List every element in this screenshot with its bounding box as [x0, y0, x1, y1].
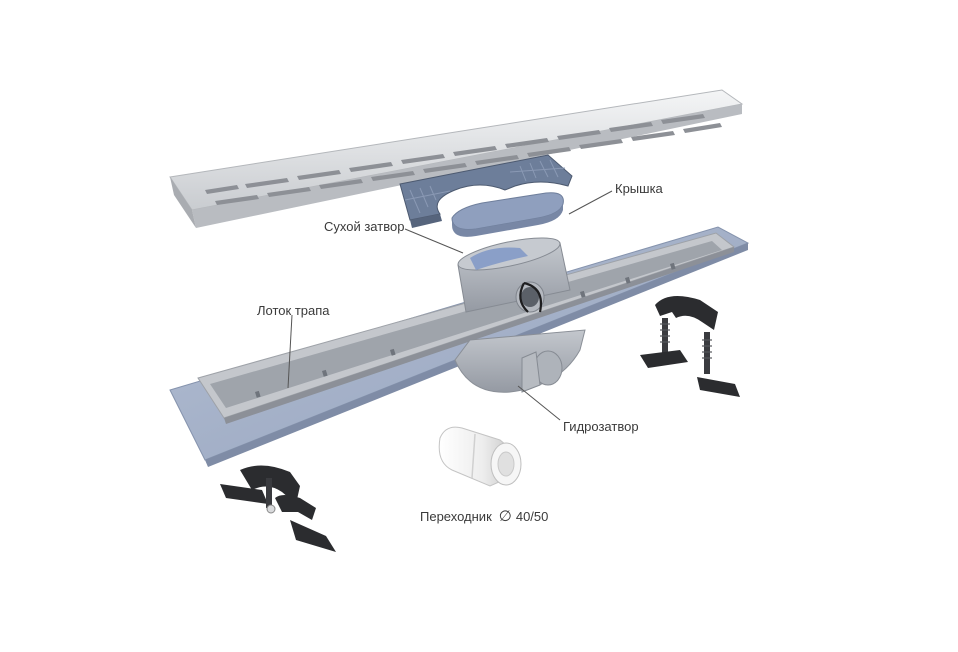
siphon-body: [454, 329, 586, 393]
label-dry-seal: Сухой затвор: [324, 219, 405, 234]
adapter: [438, 426, 522, 487]
grate: [169, 89, 744, 228]
leader-lid: [568, 190, 613, 215]
tray-ribs: [255, 262, 676, 398]
label-adapter-name: Переходник: [420, 509, 492, 524]
grate-slots: [205, 114, 722, 205]
label-adapter-size: 40/50: [515, 509, 549, 524]
label-lid: Крышка: [615, 181, 663, 196]
left-brackets: [220, 465, 336, 552]
leader-water-seal: [517, 385, 561, 421]
lid-grid-lines: [404, 159, 566, 214]
label-adapter: Переходник ∅40/50: [420, 509, 548, 525]
label-tray: Лоток трапа: [257, 303, 330, 318]
dry-seal: [457, 237, 571, 313]
label-water-seal: Гидрозатвор: [563, 419, 639, 434]
leader-dry-seal: [404, 228, 464, 254]
right-brackets: [640, 296, 740, 397]
leader-lines: [287, 190, 613, 421]
leader-tray: [287, 314, 293, 389]
diameter-icon: ∅: [498, 508, 512, 525]
lid-plate: [451, 192, 564, 237]
lid-grid-frame: [399, 154, 573, 228]
